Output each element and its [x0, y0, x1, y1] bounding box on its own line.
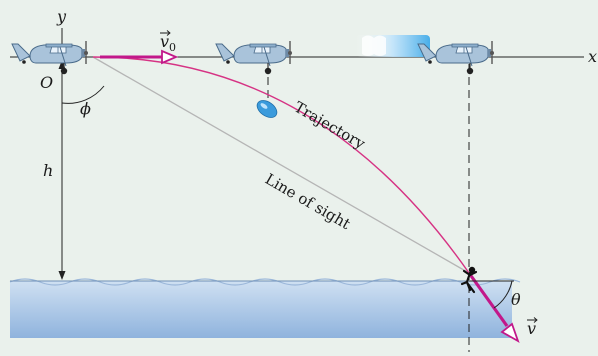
- person-in-water-icon: [460, 266, 478, 294]
- trajectory-label: Trajectory: [291, 98, 369, 153]
- v-overarrow: [527, 317, 538, 323]
- x-axis-label: x: [588, 47, 597, 66]
- height-label: h: [43, 161, 53, 180]
- v-letter: v: [527, 319, 536, 338]
- v0-subscript: 0: [169, 41, 176, 54]
- v-vector-line: [467, 272, 509, 327]
- origin-label: O: [40, 73, 53, 92]
- phi-label: ϕ: [80, 99, 91, 118]
- v0-label: v 0: [160, 30, 176, 54]
- v-vector-head: [500, 322, 520, 343]
- v0-overarrow: [160, 30, 171, 36]
- line-of-sight-label: Line of sight: [262, 170, 353, 233]
- theta-angle-arc: [493, 280, 513, 309]
- v0-letter: v: [160, 32, 169, 51]
- airplane-icon: [215, 40, 293, 75]
- phi-angle-arc: [61, 85, 105, 104]
- airplane-icon: [11, 40, 89, 75]
- line-of-sight-line: [92, 56, 470, 274]
- theta-label: θ: [511, 290, 521, 309]
- speed-blur-cloud: [362, 35, 386, 56]
- package-icon: [256, 100, 278, 118]
- trajectory-curve: [92, 56, 470, 274]
- v0-vector-head: [161, 49, 179, 65]
- height-arrow-head-bottom: [58, 271, 66, 280]
- water-surface: [10, 281, 512, 338]
- y-axis-label: y: [56, 7, 67, 26]
- package-highlight: [260, 103, 268, 109]
- v-label: v: [527, 317, 538, 338]
